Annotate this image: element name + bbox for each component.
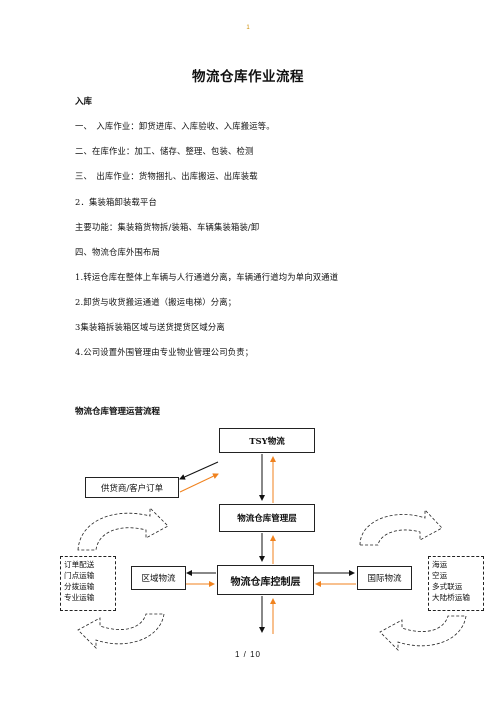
text-line: 三、 出库作业：货物捆扎、出库搬运、出库装载 [75,171,258,181]
list-item: 多式联运 [432,582,463,591]
warehouse-control-box: 物流仓库控制层 [217,565,314,595]
text-line: 四、物流仓库外围布局 [75,247,160,257]
text-line: 1.转运仓库在整体上车辆与人行通道分离，车辆通行道均为单向双通道 [75,272,339,282]
list-item: 大陆桥运输 [432,593,470,602]
cycle-arrow-right-bottom [379,615,467,651]
text-line: 4.公司设置外围管理由专业物业管理公司负责； [75,347,254,357]
tsy-logistics-box: TSY物流 [219,428,315,453]
cycle-arrow-left-top [77,507,169,551]
list-item: 专业运输 [64,593,95,602]
text-line: 2．集装箱卸装载平台 [75,197,157,207]
arrow-supplier-to-tsy [179,473,219,493]
warehouse-management-box: 物流仓库管理层 [219,504,315,532]
section-heading-inbound: 入库 [75,97,93,107]
list-item: 分拨运输 [64,582,95,591]
domestic-services-list: 订单配送 门点运输 分拨运输 专业运输 [60,556,116,611]
list-item: 订单配送 [64,560,95,569]
international-services-list: 海运 空运 多式联运 大陆桥运输 [428,556,484,611]
list-item: 空运 [432,571,448,580]
regional-logistics-box: 区域物流 [131,566,186,590]
page-title: 物流仓库作业流程 [192,69,304,85]
international-logistics-box: 国际物流 [357,566,412,590]
list-item: 门点运输 [64,571,95,580]
text-line: 一、 入库作业：卸货进库、入库验收、入库搬运等。 [75,121,275,131]
cycle-arrow-right-top [359,508,443,546]
page-footer: 1 / 10 [234,650,261,659]
list-item: 海运 [432,560,448,569]
text-line: 2.卸货与收货搬运通道（搬运电梯）分离； [75,297,237,307]
section-heading-flow: 物流仓库管理运营流程 [75,407,161,417]
supplier-order-box: 供货商/客户订单 [85,477,179,498]
text-line: 主要功能：集装箱货物拆/装箱、车辆集装箱装/卸 [75,222,260,232]
text-line: 3集装箱拆装箱区域与送货提货区域分离 [75,322,225,332]
arrow-tsy-to-supplier [179,461,219,480]
text-line: 二、在库作业：加工、储存、整理、包装、检测 [75,146,254,156]
cycle-arrow-left-bottom [77,613,165,649]
header-mark: 1 [246,25,250,31]
